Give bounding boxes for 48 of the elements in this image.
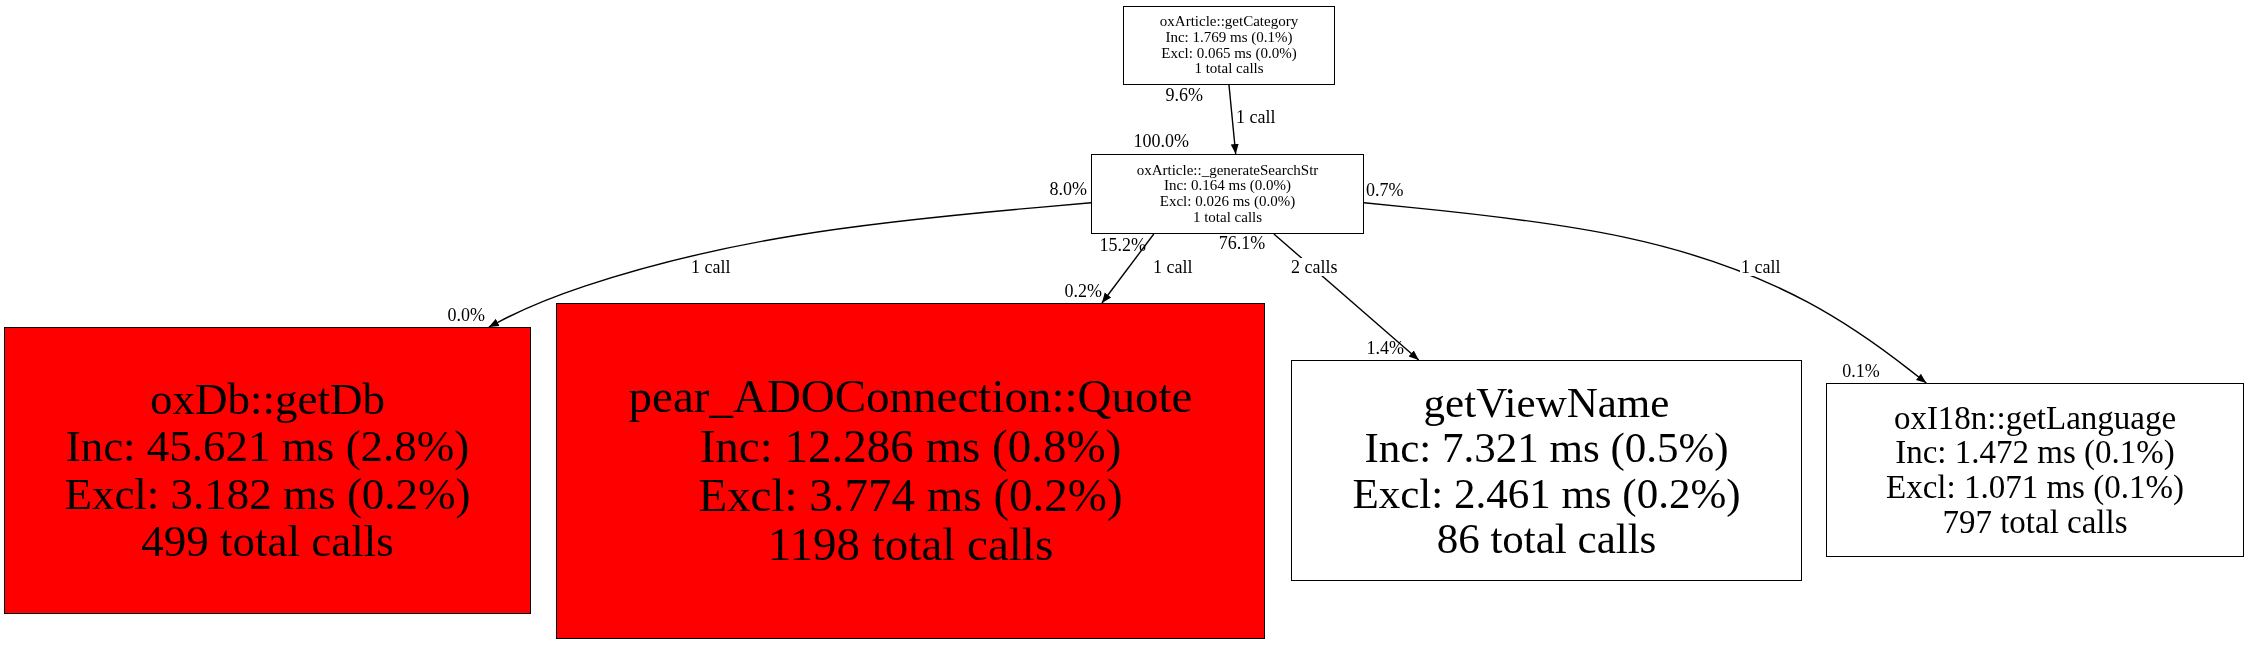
stat-text: Excl: 1.071 ms (0.1%) — [1886, 470, 2184, 505]
stat-text: Inc: 45.621 ms (2.8%) — [65, 423, 470, 471]
stat-text: Excl: 2.461 ms (0.2%) — [1352, 470, 1741, 516]
stat-text: Inc: 1.769 ms (0.1%) — [1165, 29, 1293, 46]
percent-label: 0.1% — [1842, 362, 1880, 380]
arrow — [1101, 233, 1155, 304]
arrow — [1228, 84, 1239, 155]
function-box — [1123, 6, 1335, 85]
edge-label: 1 call — [690, 258, 732, 276]
stat-text: Inc: 7.321 ms (0.5%) — [1364, 425, 1729, 471]
stat-text: Inc: 12.286 ms (0.8%) — [699, 421, 1122, 471]
function-name: oxDb::getDb — [150, 376, 385, 424]
function-box — [1091, 154, 1364, 234]
stat-text: Inc: 1.472 ms (0.1%) — [1895, 435, 2175, 470]
function-box — [1826, 383, 2244, 557]
function-box — [1291, 360, 1802, 581]
function-name: oxArticle::_generateSearchStr — [1136, 162, 1319, 179]
stat-text: Inc: 0.164 ms (0.0%) — [1163, 178, 1292, 194]
percent-label: 15.2% — [1099, 236, 1146, 254]
function-name: getViewName — [1423, 380, 1670, 426]
stat-text: Excl: 0.026 ms (0.0%) — [1159, 194, 1296, 210]
function-name: oxArticle::getCategory — [1159, 14, 1299, 30]
edge-label: 1 call — [1740, 258, 1782, 276]
percent-label: 8.0% — [1049, 180, 1087, 198]
percent-label: 100.0% — [1133, 132, 1189, 150]
stat-text: Excl: 0.065 ms (0.0%) — [1161, 45, 1297, 62]
percent-label: 0.2% — [1064, 282, 1102, 300]
stat-text: 1 total calls — [1192, 209, 1263, 226]
percent-label: 1.4% — [1366, 339, 1404, 357]
edge-label: 1 call — [1152, 258, 1194, 276]
stat-text: 499 total calls — [141, 517, 394, 565]
arrow — [488, 202, 1092, 328]
edge-label: 2 calls — [1290, 258, 1339, 276]
function-name: pear_ADOConnection::Quote — [628, 372, 1193, 422]
function-box — [4, 327, 531, 614]
stat-text: 1198 total calls — [767, 520, 1054, 570]
arrow — [1363, 202, 1927, 384]
edge-label: 1 call — [1235, 108, 1277, 126]
function-name: oxI18n::getLanguage — [1893, 400, 2177, 436]
stat-text: 797 total calls — [1942, 504, 2128, 540]
stat-text: Excl: 3.774 ms (0.2%) — [698, 471, 1123, 521]
percent-label: 0.7% — [1366, 181, 1404, 199]
function-box — [556, 303, 1265, 639]
percent-label: 76.1% — [1218, 234, 1266, 252]
stat-text: 1 total calls — [1194, 61, 1264, 77]
percent-label: 9.6% — [1165, 86, 1203, 104]
stat-text: Excl: 3.182 ms (0.2%) — [64, 470, 471, 518]
percent-label: 0.0% — [447, 306, 485, 324]
